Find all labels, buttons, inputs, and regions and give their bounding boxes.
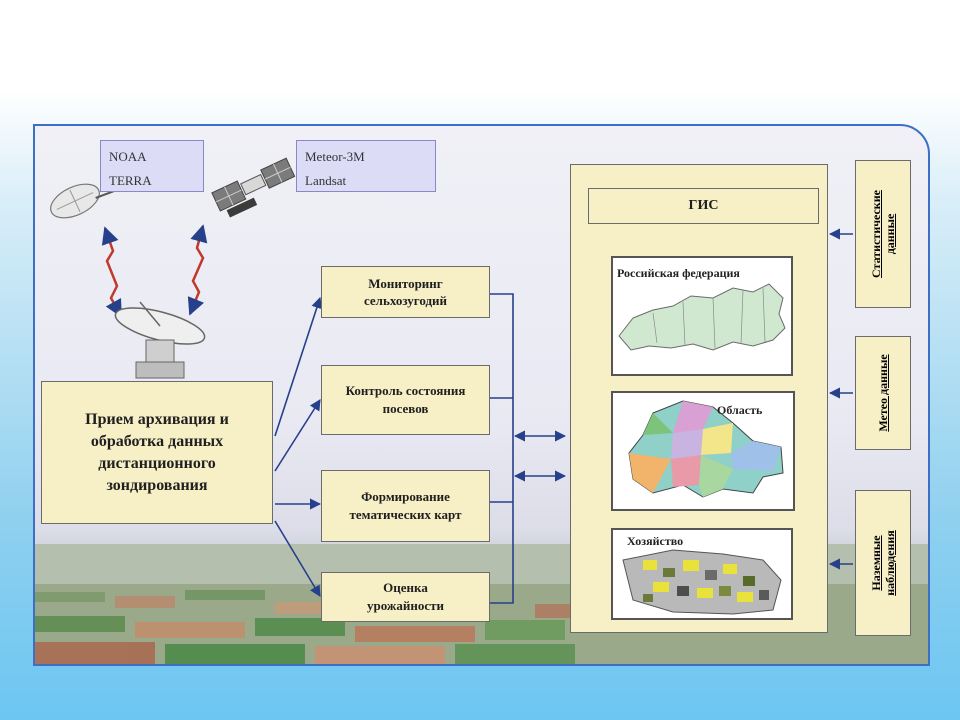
map-farm: Хозяйство (611, 528, 793, 620)
process-box-monitoring: Мониторинг сельхозугодий (321, 266, 490, 318)
side-box-statistics: Статистические данные (855, 160, 911, 308)
gis-title-box: ГИС (588, 188, 819, 224)
region-map-image (628, 400, 784, 498)
data-reception-box: Прием архивация и обработка данных диста… (41, 381, 273, 524)
map-russia-label: Российская федерация (617, 266, 740, 280)
satellite-name: Meteor-3M (305, 149, 365, 164)
side-box-ground: Наземные наблюдения (855, 490, 911, 636)
diagram-frame: NOAA TERRA Meteor-3M Landsat Прием архив… (33, 124, 930, 666)
farm-map-image (622, 549, 782, 615)
process-label: Формирование тематических карт (349, 489, 462, 522)
side-label: Наземные наблюдения (869, 530, 897, 596)
process-label: Контроль состояния посевов (345, 383, 466, 416)
arrow-to-yield (274, 520, 321, 597)
map-region: Область (611, 391, 795, 511)
gis-title: ГИС (688, 198, 719, 213)
process-box-yield: Оценка урожайности (321, 572, 490, 622)
process-box-thematic-maps: Формирование тематических карт (321, 470, 490, 542)
map-farm-label: Хозяйство (627, 534, 684, 548)
bracket-top (490, 293, 514, 604)
side-box-meteo: Метео данные (855, 336, 911, 450)
side-label: Метео данные (876, 354, 890, 432)
process-box-control: Контроль состояния посевов (321, 365, 490, 435)
signal-link-right (187, 224, 208, 316)
signal-link-left (101, 226, 123, 318)
satellite-label-noaa-terra: NOAA TERRA (100, 140, 204, 192)
data-reception-label: Прием архивация и обработка данных диста… (85, 410, 229, 494)
russia-map-image (618, 283, 786, 351)
satellite-name: TERRA (109, 173, 152, 188)
satellite-label-meteor-landsat: Meteor-3M Landsat (296, 140, 436, 192)
process-label: Оценка урожайности (367, 580, 444, 613)
map-russia: Российская федерация (611, 256, 793, 376)
satellite-name: NOAA (109, 149, 147, 164)
arrow-to-control (274, 399, 321, 472)
map-region-label: Область (717, 403, 763, 417)
side-label: Статистические данные (869, 190, 897, 278)
connector-layer (101, 224, 853, 604)
process-label: Мониторинг сельхозугодий (363, 276, 448, 308)
arrow-to-monitoring (274, 296, 323, 437)
satellite-name: Landsat (305, 173, 347, 188)
